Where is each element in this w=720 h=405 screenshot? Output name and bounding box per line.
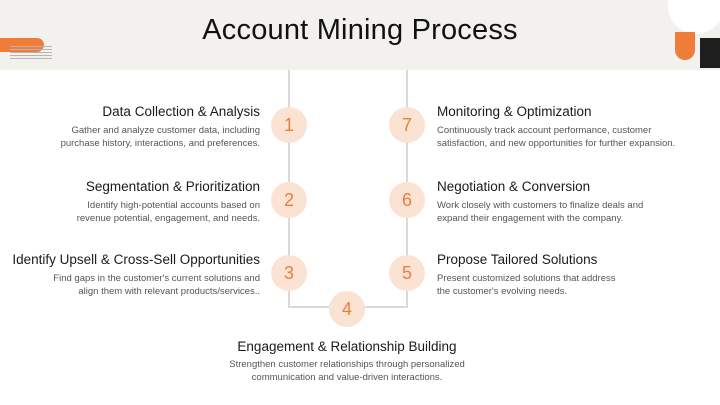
step-1-number: 1 [271, 107, 307, 143]
step-3-number: 3 [271, 255, 307, 291]
step-3: Identify Upsell & Cross-Sell Opportuniti… [0, 251, 260, 298]
slide-title: Account Mining Process [202, 14, 518, 46]
step-4: Engagement & Relationship Building Stren… [182, 338, 512, 384]
decorative-stripes [10, 46, 52, 60]
decorative-orange-shape [675, 32, 695, 60]
step-6-heading: Negotiation & Conversion [437, 179, 591, 194]
step-5-number: 5 [389, 255, 425, 291]
decorative-dark-shape [700, 38, 720, 68]
step-5-heading: Propose Tailored Solutions [437, 252, 598, 267]
step-5: Propose Tailored Solutions Present custo… [437, 251, 720, 298]
step-2-number: 2 [271, 182, 307, 218]
step-7-number: 7 [389, 107, 425, 143]
step-3-heading: Identify Upsell & Cross-Sell Opportuniti… [12, 252, 260, 267]
step-4-heading: Engagement & Relationship Building [237, 339, 457, 354]
step-2-description: Identify high-potential accounts based o… [76, 200, 260, 224]
step-3-description: Find gaps in the customer's current solu… [53, 273, 260, 297]
step-1: Data Collection & Analysis Gather and an… [0, 103, 260, 150]
step-6-number: 6 [389, 182, 425, 218]
step-6: Negotiation & Conversion Work closely wi… [437, 178, 720, 225]
step-4-description: Strengthen customer relationships throug… [229, 359, 465, 383]
step-2: Segmentation & Prioritization Identify h… [0, 178, 260, 225]
step-1-heading: Data Collection & Analysis [102, 104, 260, 119]
step-7: Monitoring & Optimization Continuously t… [437, 103, 720, 150]
step-6-description: Work closely with customers to finalize … [437, 200, 644, 224]
step-5-description: Present customized solutions that addres… [437, 273, 616, 297]
step-7-heading: Monitoring & Optimization [437, 104, 592, 119]
title-banner [0, 0, 720, 70]
step-4-number: 4 [329, 291, 365, 327]
step-7-description: Continuously track account performance, … [437, 125, 676, 149]
step-2-heading: Segmentation & Prioritization [85, 179, 260, 194]
step-1-description: Gather and analyze customer data, includ… [60, 125, 260, 149]
